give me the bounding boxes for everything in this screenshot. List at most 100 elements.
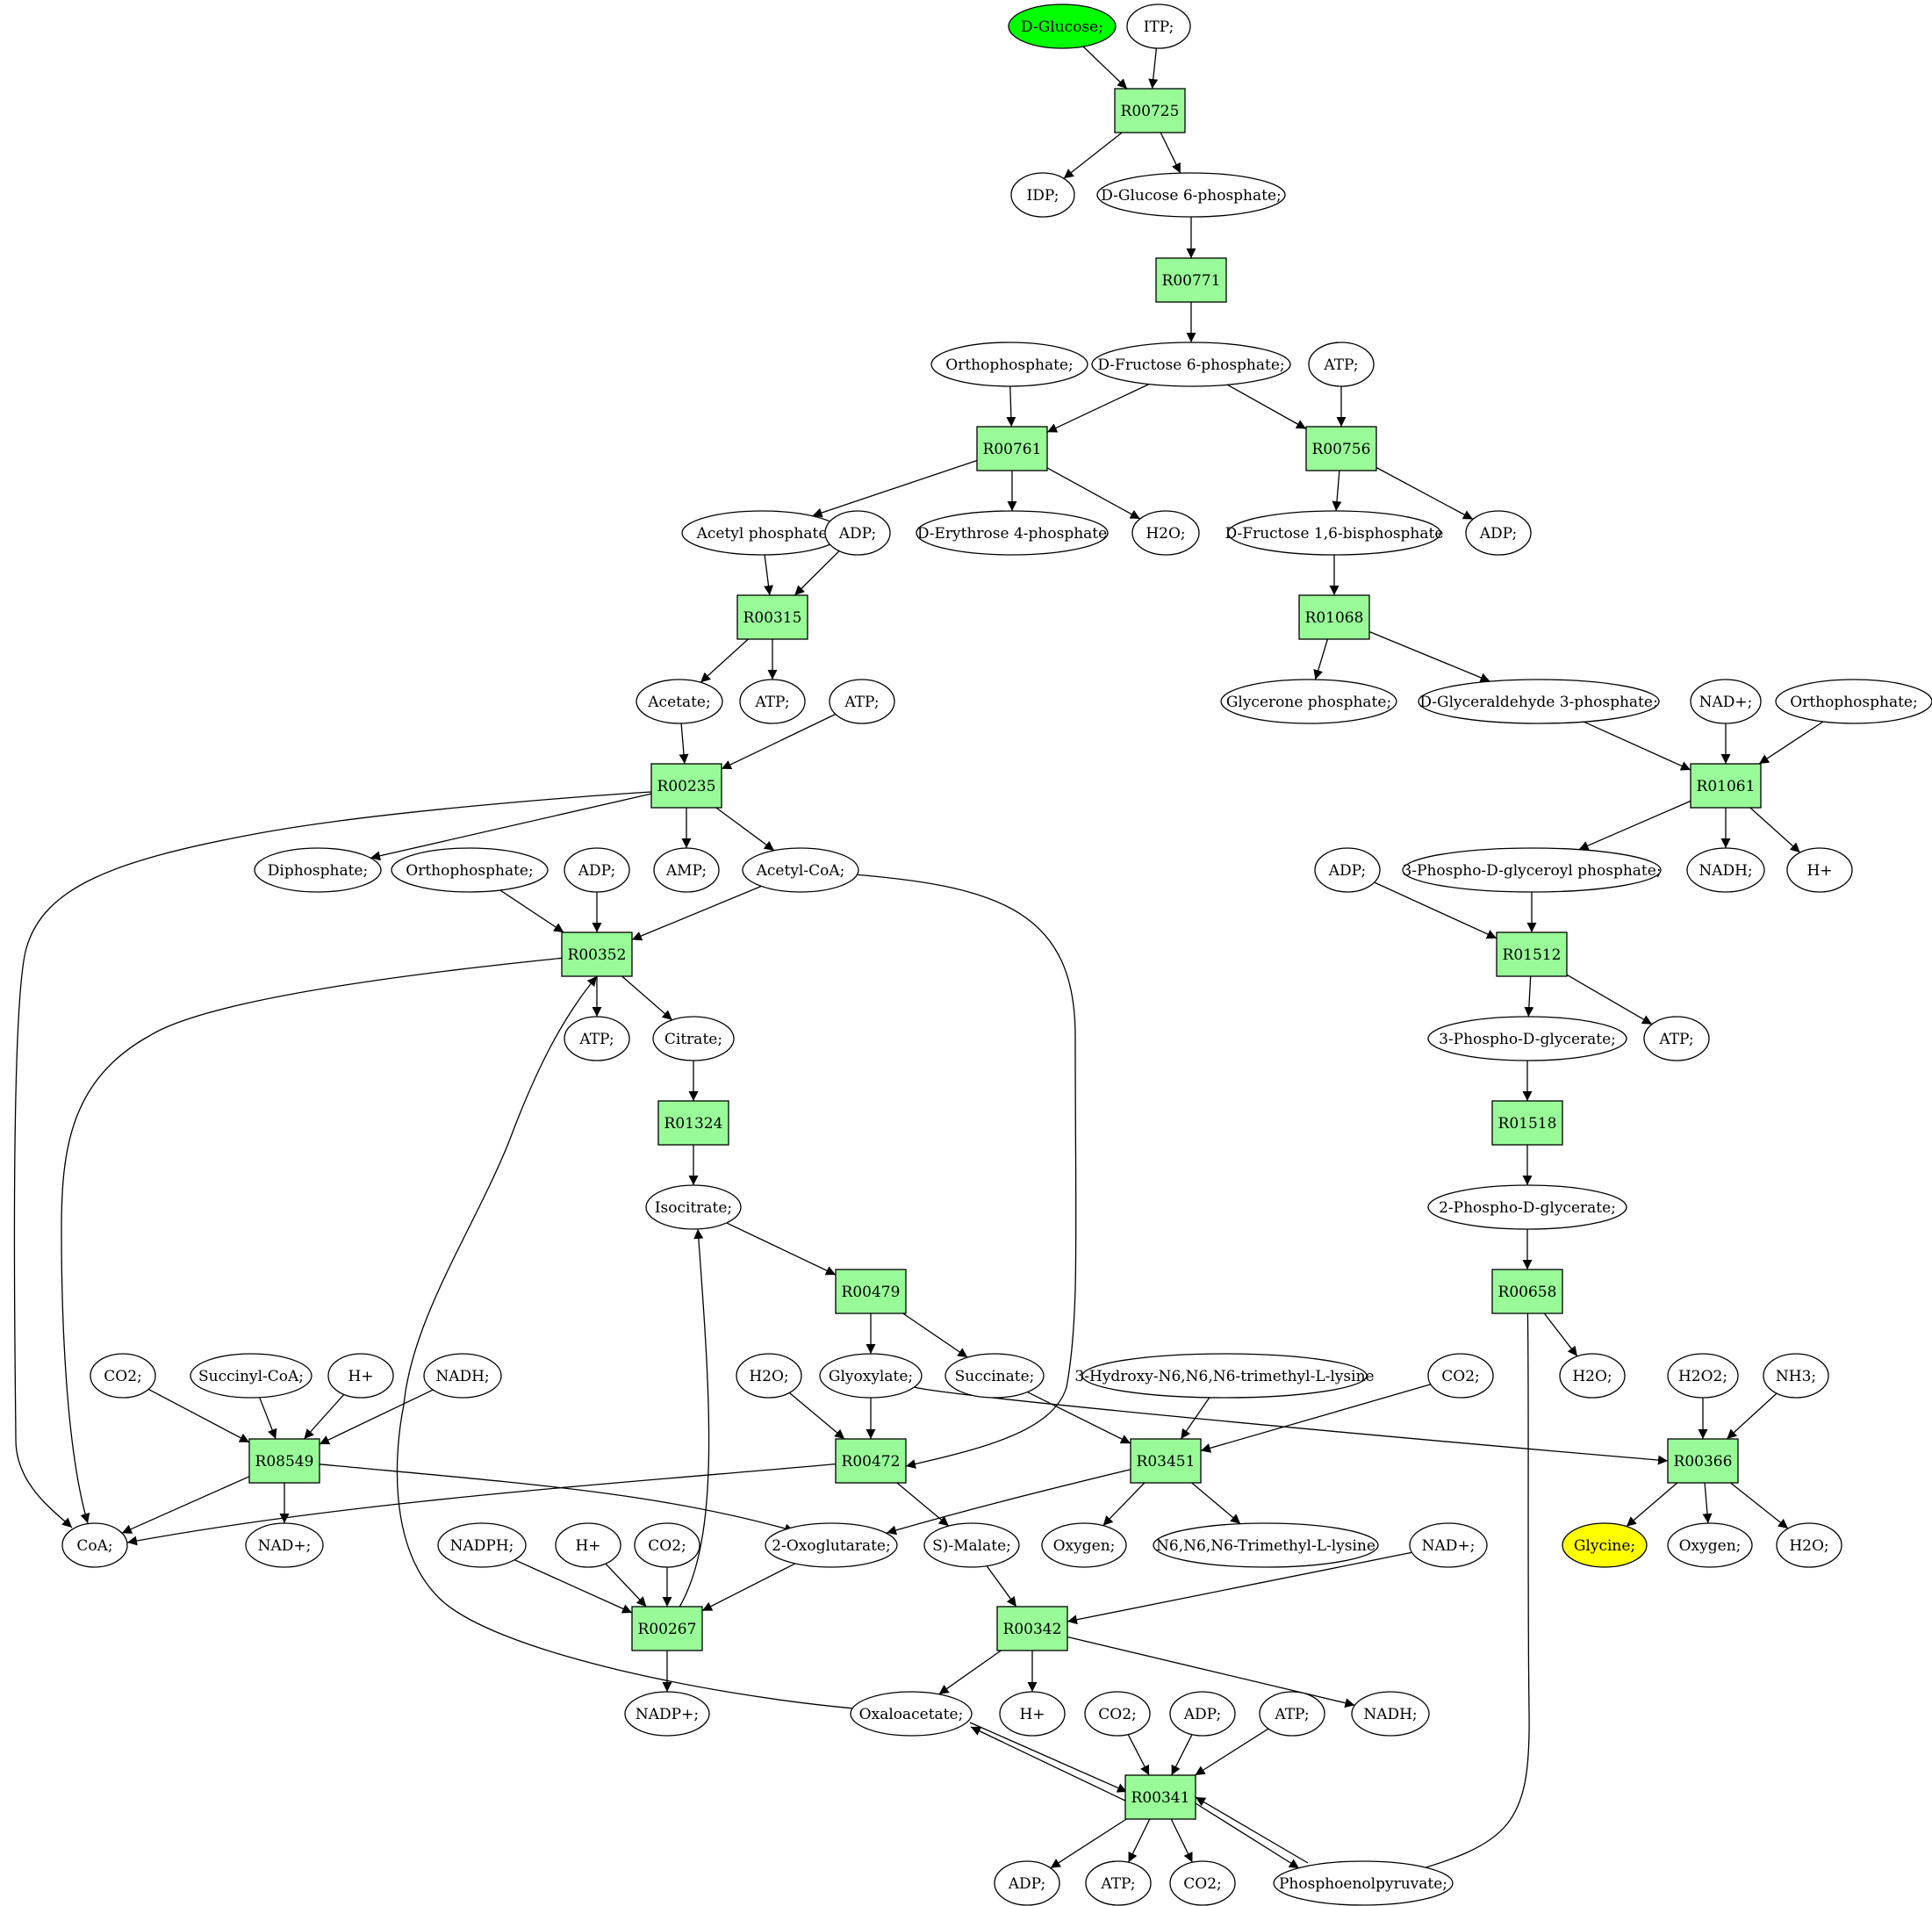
metabolite-ellipse [652,1016,735,1061]
edge-r00341-to-oxaloacetate [970,1726,1128,1802]
metabolite-node-f6p: D-Fructose 6-phosphate; [1091,342,1291,387]
metabolite-node-g6p: D-Glucose 6-phosphate; [1096,172,1286,218]
reaction-label: R08549 [255,1453,314,1471]
metabolite-label: ATP; [1658,1031,1693,1048]
metabolite-ellipse [1308,342,1375,387]
metabolite-node-nadh3: NADH; [1351,1691,1430,1737]
metabolite-node-h2o1: H2O; [1131,510,1200,556]
metabolite-label: H2O; [1146,525,1185,543]
reaction-box [248,1438,320,1484]
metabolite-node-h2o2: H2O2; [1667,1353,1739,1399]
reaction-box [1124,1774,1196,1820]
reaction-box [631,1606,703,1651]
edge-glyoxylate-to-r00366 [914,1386,1669,1465]
metabolite-node-hplus4: H+ [999,1691,1066,1737]
metabolite-label: Orthophosphate; [1790,694,1917,711]
edge-r00352-to-citrate [621,975,673,1021]
metabolite-ellipse [916,510,1109,556]
metabolite-node-acetylcoa: Acetyl-CoA; [742,847,859,893]
reaction-box [1305,426,1377,471]
reaction-box [657,1100,729,1146]
edge-succinate-to-r03451 [1027,1392,1131,1444]
edge-r00761-to-h2o1 [1046,467,1141,520]
metabolite-node-atp6: ATP; [1259,1691,1325,1737]
metabolite-ellipse [564,1016,630,1061]
metabolite-label: ADP; [578,862,615,880]
reaction-box [996,1606,1068,1651]
metabolite-ellipse [1273,1860,1454,1906]
edge-r00725-to-g6p [1160,132,1181,174]
reaction-node-r00341: R00341 [1124,1774,1196,1820]
edge-r00756-to-fbp [1332,470,1342,512]
metabolite-node-atp2: ATP; [739,679,806,724]
edge-r01512-to-atp5 [1566,974,1653,1025]
reaction-node-r00472: R00472 [835,1438,907,1484]
edge-r00756-to-adp2 [1375,466,1474,521]
edge-co2d-to-r00341 [1127,1734,1150,1776]
metabolite-node-orthop1: Orthophosphate; [930,342,1088,387]
metabolite-ellipse [254,847,382,893]
metabolite-label: D-Fructose 6-phosphate; [1097,356,1284,374]
edge-malate-to-r00342 [986,1565,1017,1608]
edge-adp4-to-r01512 [1374,881,1497,939]
metabolite-node-glycine: Glycine; [1562,1522,1648,1568]
edge-acetylcoa-to-r00352 [631,885,762,941]
metabolite-ellipse [564,847,630,893]
metabolite-ellipse [1126,4,1191,49]
reaction-label: R01512 [1503,946,1562,964]
metabolite-ellipse [1763,1353,1829,1399]
metabolite-node-acetylp: Acetyl phosphate [681,510,843,556]
metabolite-label: CO2; [648,1537,686,1555]
edge-pep-to-r00341 [1195,1796,1309,1864]
metabolite-node-e4p: D-Erythrose 4-phosphate [916,510,1109,556]
metabolite-node-hplus3: H+ [555,1522,621,1568]
edge-r08549-to-coa [121,1476,250,1534]
edges-layer [13,46,1824,1877]
metabolite-ellipse [742,847,859,893]
metabolite-ellipse [1153,1522,1379,1568]
edge-itp-to-r00725 [1148,47,1159,90]
edge-r00235-to-acetylcoa [715,807,775,852]
metabolite-ellipse [1667,1522,1753,1568]
metabolite-label: NAD+; [258,1537,312,1555]
edge-r00341-to-pep [1195,1802,1300,1869]
edge-acetylp-to-r00315 [764,554,773,596]
edge-r00341-to-adp6 [1050,1818,1127,1869]
metabolite-ellipse [1227,510,1441,556]
edge-r00352-to-coa [61,957,563,1524]
metabolite-ellipse [999,1691,1066,1737]
metabolite-label: ADP; [838,525,876,543]
metabolite-label: ATP; [1274,1706,1309,1723]
reaction-box [1491,1100,1563,1146]
metabolite-node-h2o2a: H2O; [736,1353,802,1399]
edge-orthop2-to-r01061 [1758,721,1824,765]
edge-r01061-to-pglyceroylp [1578,800,1691,851]
metabolite-node-nadp1: NAD+; [1690,679,1762,724]
metabolite-label: ADP; [1479,525,1517,543]
metabolite-ellipse [1351,1691,1430,1737]
metabolite-label: H+ [1806,862,1832,880]
metabolite-label: 3-Hydroxy-N6,N6,N6-trimethyl-L-lysine [1074,1368,1374,1385]
metabolite-ellipse [765,1522,898,1568]
metabolite-node-adp2: ADP; [1465,510,1532,556]
metabolite-label: NADP+; [636,1706,699,1723]
metabolite-label: Glycine; [1574,1537,1635,1555]
metabolite-ellipse [645,1184,742,1230]
reaction-label: R00479 [842,1284,901,1301]
edge-succoa-to-r08549 [259,1397,277,1440]
metabolite-node-adp4: ADP; [1314,847,1381,893]
reaction-box [1130,1438,1202,1484]
metabolite-label: ITP; [1144,18,1174,36]
metabolite-node-itp: ITP; [1126,4,1191,49]
edge-r01061-to-hplus1 [1749,807,1801,853]
edge-co2b-to-r03451 [1200,1384,1432,1453]
metabolite-node-co2a: CO2; [90,1353,156,1399]
edge-r00761-to-acetylp [812,459,978,518]
reaction-box [736,594,808,640]
metabolite-label: ADP; [1183,1706,1221,1723]
metabolite-label: ATP; [1323,356,1358,374]
edge-r03451-to-tml [1191,1482,1241,1525]
metabolite-label: NH3; [1776,1368,1816,1385]
metabolite-ellipse [190,1353,312,1399]
